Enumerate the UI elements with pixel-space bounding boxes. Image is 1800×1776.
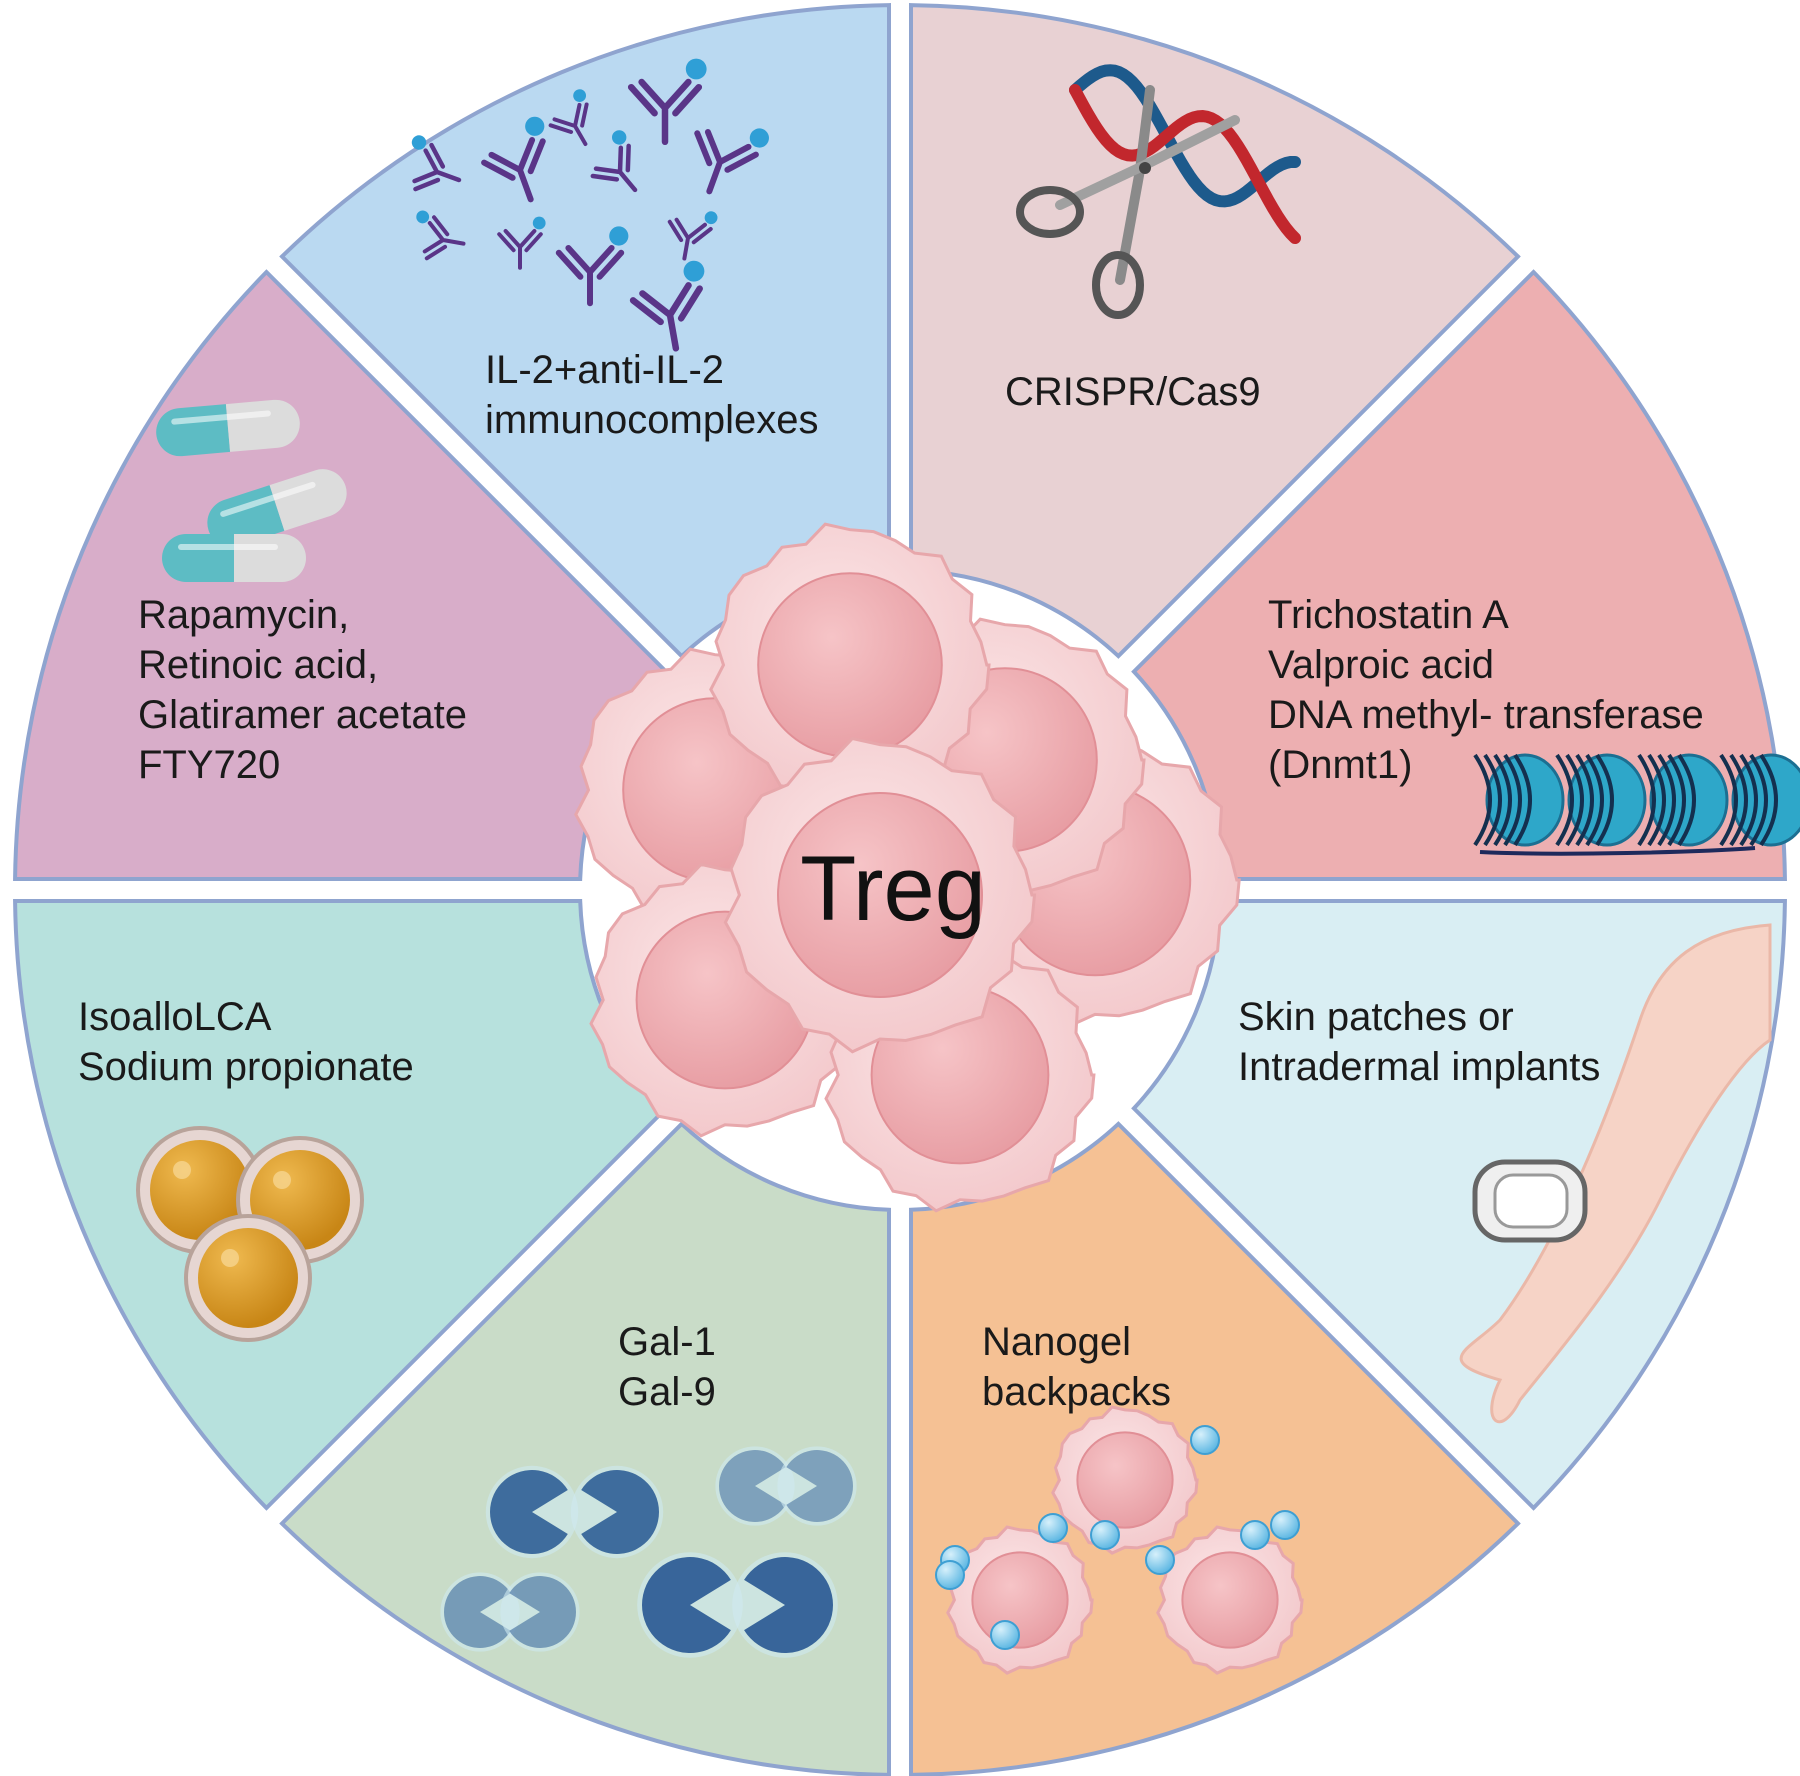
segment-wedges <box>13 3 1787 1776</box>
antibody-icon <box>694 128 769 195</box>
nanogel-cell <box>1051 1405 1199 1555</box>
label-drugs-line-3: Glatiramer acetate <box>138 693 467 737</box>
segment-icons <box>136 58 1800 1675</box>
nanogel-bead <box>935 1560 965 1590</box>
label-crispr-line-1: CRISPR/Cas9 <box>1005 370 1261 414</box>
nucleosome-icon <box>1473 753 1800 856</box>
antibody-icon <box>590 130 638 193</box>
label-metabolite-line-2: Sodium propionate <box>78 1045 414 1089</box>
label-nanogel-line-2: backpacks <box>982 1370 1171 1414</box>
label-skin-line-1: Skin patches or <box>1238 995 1514 1039</box>
label-nanogel-line-1: Nanogel <box>982 1320 1131 1364</box>
antibody-icon <box>667 211 718 261</box>
segment-labels: IL-2+anti-IL-2 immunocomplexes CRISPR/Cas9… <box>78 348 1704 1414</box>
nanogel-bead <box>1190 1425 1220 1455</box>
label-galectin-line-1: Gal-1 <box>618 1320 716 1364</box>
label-drugs-line-1: Rapamycin, <box>138 593 349 637</box>
scissors-icon <box>1016 85 1240 319</box>
antibody-icon <box>416 210 466 261</box>
label-il2-line-2: immunocomplexes <box>485 398 818 442</box>
label-epigenetic-line-4: (Dnmt1) <box>1268 743 1412 787</box>
center-label-treg: Treg <box>800 838 986 940</box>
dna-scissors-icon <box>1016 64 1301 319</box>
nanogel-bead <box>1038 1513 1068 1543</box>
treg-cell-cluster <box>574 522 1241 1213</box>
cell-backpack-icon <box>935 1405 1304 1675</box>
metabolite-sphere-icon <box>136 1126 364 1342</box>
nanogel-cell <box>1156 1525 1304 1675</box>
nanogel-bead <box>1270 1510 1300 1540</box>
label-epigenetic-line-3: DNA methyl- transferase <box>1268 693 1704 737</box>
antibody-icon <box>497 216 546 270</box>
label-metabolite-line-1: IsoalloLCA <box>78 995 272 1039</box>
galectin-icon <box>440 1446 857 1658</box>
antibody-icon <box>548 89 589 147</box>
nanogel-bead <box>1090 1520 1120 1550</box>
nanogel-bead <box>1145 1545 1175 1575</box>
label-epigenetic-line-1: Trichostatin A <box>1268 593 1509 637</box>
label-il2-line-1: IL-2+anti-IL-2 <box>485 348 724 392</box>
antibody-icon <box>629 260 705 352</box>
arm-patch-icon <box>1459 923 1772 1424</box>
nanogel-bead <box>990 1620 1020 1650</box>
antibody-icon <box>411 135 462 192</box>
nanogel-bead <box>1240 1520 1270 1550</box>
label-drugs-line-2: Retinoic acid, <box>138 643 378 687</box>
treg-cell-top <box>709 522 991 808</box>
antibody-icon <box>481 116 546 203</box>
label-drugs-line-4: FTY720 <box>138 743 280 787</box>
antibody-icon <box>627 58 707 146</box>
segment-epigenetic <box>1131 898 1787 1511</box>
segment-il2 <box>908 3 1521 659</box>
label-skin-line-2: Intradermal implants <box>1238 1045 1600 1089</box>
treg-cell-center <box>723 736 1037 1054</box>
capsule-icon <box>156 399 347 582</box>
label-galectin-line-2: Gal-9 <box>618 1370 716 1414</box>
label-epigenetic-line-2: Valproic acid <box>1268 643 1494 687</box>
antibody-icon <box>555 226 629 307</box>
